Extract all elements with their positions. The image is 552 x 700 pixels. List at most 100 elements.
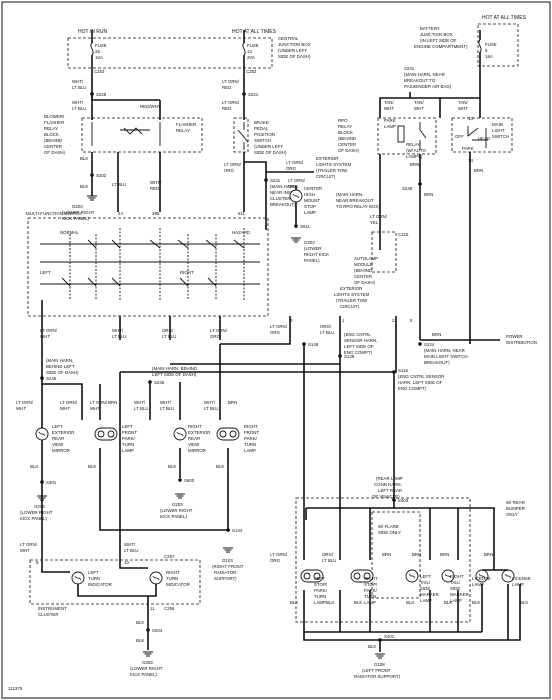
svg-text:LT BLU: LT BLU <box>134 406 148 411</box>
svg-text:(UNDER LEFT: (UNDER LEFT <box>278 48 307 53</box>
svg-text:INSTRUMENT: INSTRUMENT <box>38 606 67 611</box>
svg-text:LT BLU: LT BLU <box>112 182 126 187</box>
svg-text:SIDE OF DASH): SIDE OF DASH) <box>46 370 79 375</box>
rpo-relay-block <box>377 117 437 155</box>
svg-text:LT GRN/: LT GRN/ <box>288 178 306 183</box>
svg-text:WHT: WHT <box>16 406 26 411</box>
svg-text:SWITCH: SWITCH <box>492 134 509 139</box>
rear-lamp-harness <box>295 497 471 623</box>
svg-text:C256: C256 <box>164 606 175 611</box>
svg-text:BLK: BLK <box>80 156 88 161</box>
svg-text:FUSE: FUSE <box>485 42 497 47</box>
svg-text:LEFT: LEFT <box>88 570 99 575</box>
svg-text:CONN HARN,: CONN HARN, <box>374 482 402 487</box>
svg-text:ENGINE COMPARTMENT): ENGINE COMPARTMENT) <box>414 44 468 49</box>
svg-text:NEAR BREAKOUT: NEAR BREAKOUT <box>336 198 374 203</box>
svg-text:(ENG CNTRL SENSOR: (ENG CNTRL SENSOR <box>398 374 444 379</box>
cluster-box <box>29 559 201 605</box>
svg-text:INDICATOR: INDICATOR <box>166 582 190 587</box>
svg-text:EXTERIOR: EXTERIOR <box>52 430 74 435</box>
svg-text:LAMP: LAMP <box>512 582 524 587</box>
svg-text:(BEHIND: (BEHIND <box>44 138 62 143</box>
svg-text:13: 13 <box>468 116 473 121</box>
svg-text:(ENG CNTRL: (ENG CNTRL <box>344 332 371 337</box>
svg-text:PARK/: PARK/ <box>364 588 378 593</box>
svg-text:EXTERIOR: EXTERIOR <box>340 286 362 291</box>
svg-text:S224: S224 <box>424 342 435 347</box>
svg-text:(MAIN HARN,: (MAIN HARN, <box>270 184 297 189</box>
svg-text:EXTERIOR: EXTERIOR <box>316 156 338 161</box>
svg-text:ORG/: ORG/ <box>162 328 174 333</box>
svg-text:TURN: TURN <box>122 442 134 447</box>
svg-text:LT BLU: LT BLU <box>162 334 176 339</box>
svg-text:LT GRN/: LT GRN/ <box>286 160 304 165</box>
instrument-cluster: LT GRN/ WHT WHT/ LT BLU C257 C256 9 10 1… <box>20 540 201 677</box>
svg-text:LT BLU: LT BLU <box>160 406 174 411</box>
svg-text:MARKER: MARKER <box>450 592 469 597</box>
svg-text:ENG COMPT): ENG COMPT) <box>398 386 427 391</box>
svg-text:PARK/: PARK/ <box>244 436 258 441</box>
svg-text:DISTRIBUTION: DISTRIBUTION <box>506 340 537 345</box>
svg-text:RED/WHT: RED/WHT <box>140 104 161 109</box>
svg-text:JUNCTION BOX: JUNCTION BOX <box>420 32 453 37</box>
svg-text:(LOWER RIGHT: (LOWER RIGHT <box>20 510 53 515</box>
svg-text:ORG: ORG <box>270 330 281 335</box>
svg-text:BRN: BRN <box>228 400 237 405</box>
svg-text:RADIATOR SUPPORT): RADIATOR SUPPORT) <box>354 674 401 679</box>
svg-text:FUSE: FUSE <box>247 43 259 48</box>
svg-text:TAN/: TAN/ <box>458 100 468 105</box>
svg-text:LT GRN/: LT GRN/ <box>60 400 78 405</box>
svg-text:LEFT: LEFT <box>314 576 325 581</box>
svg-text:ORG: ORG <box>210 334 221 339</box>
svg-text:OF DASH): OF DASH) <box>354 280 376 285</box>
svg-text:TURN: TURN <box>166 576 178 581</box>
svg-text:WHT/: WHT/ <box>204 400 216 405</box>
svg-text:STOP: STOP <box>304 204 316 209</box>
svg-text:S245: S245 <box>46 376 57 381</box>
svg-text:BRN: BRN <box>410 162 419 167</box>
svg-text:S911: S911 <box>300 224 310 229</box>
svg-text:10A: 10A <box>95 55 103 60</box>
svg-text:RIGHT: RIGHT <box>244 424 258 429</box>
svg-text:BRN: BRN <box>108 400 117 405</box>
svg-text:(IN LEFT SIDE OF: (IN LEFT SIDE OF <box>420 38 457 43</box>
svg-text:RELAY: RELAY <box>176 128 190 133</box>
svg-text:CLUSTER: CLUSTER <box>38 612 59 617</box>
svg-text:385: 385 <box>152 211 160 216</box>
svg-text:TURN: TURN <box>314 594 326 599</box>
svg-text:BRAKE: BRAKE <box>254 120 269 125</box>
svg-text:BLK: BLK <box>136 638 144 643</box>
svg-text:25: 25 <box>95 49 100 54</box>
svg-text:ENG COMPT): ENG COMPT) <box>344 350 373 355</box>
svg-text:TAIL/: TAIL/ <box>450 580 461 585</box>
svg-text:(LOWER RIGHT: (LOWER RIGHT <box>62 210 95 215</box>
svg-text:OF DASH): OF DASH) <box>44 150 66 155</box>
svg-text:CIRCUIT): CIRCUIT) <box>316 174 336 179</box>
svg-text:TAN/: TAN/ <box>384 100 394 105</box>
svg-text:FRONT: FRONT <box>122 430 137 435</box>
svg-text:RIGHT: RIGHT <box>180 270 194 275</box>
svg-text:C253: C253 <box>94 69 105 74</box>
svg-text:BRN: BRN <box>424 192 433 197</box>
svg-text:WHT/: WHT/ <box>112 328 124 333</box>
svg-text:S600: S600 <box>184 478 195 483</box>
svg-text:ORG: ORG <box>270 558 281 563</box>
svg-text:PEDAL: PEDAL <box>254 126 269 131</box>
svg-text:OFF: OFF <box>455 134 464 139</box>
svg-text:LIGHTS SYSTEM: LIGHTS SYSTEM <box>316 162 351 167</box>
svg-text:OF DASH): OF DASH) <box>338 148 360 153</box>
svg-text:(LOWER RIGHT: (LOWER RIGHT <box>160 508 193 513</box>
svg-text:BLK: BLK <box>80 184 88 189</box>
svg-text:RADIATOR: RADIATOR <box>214 570 236 575</box>
svg-text:G108: G108 <box>374 662 385 667</box>
svg-text:RED: RED <box>222 106 231 111</box>
svg-text:(TRAILER TOW: (TRAILER TOW <box>316 168 348 173</box>
svg-text:LIGHT: LIGHT <box>492 128 505 133</box>
svg-text:LEFT: LEFT <box>122 424 133 429</box>
svg-text:10: 10 <box>124 560 129 565</box>
svg-text:C257: C257 <box>164 554 175 559</box>
svg-text:TURN: TURN <box>244 442 256 447</box>
svg-text:BLK: BLK <box>326 600 334 605</box>
svg-text:TURN: TURN <box>88 576 100 581</box>
